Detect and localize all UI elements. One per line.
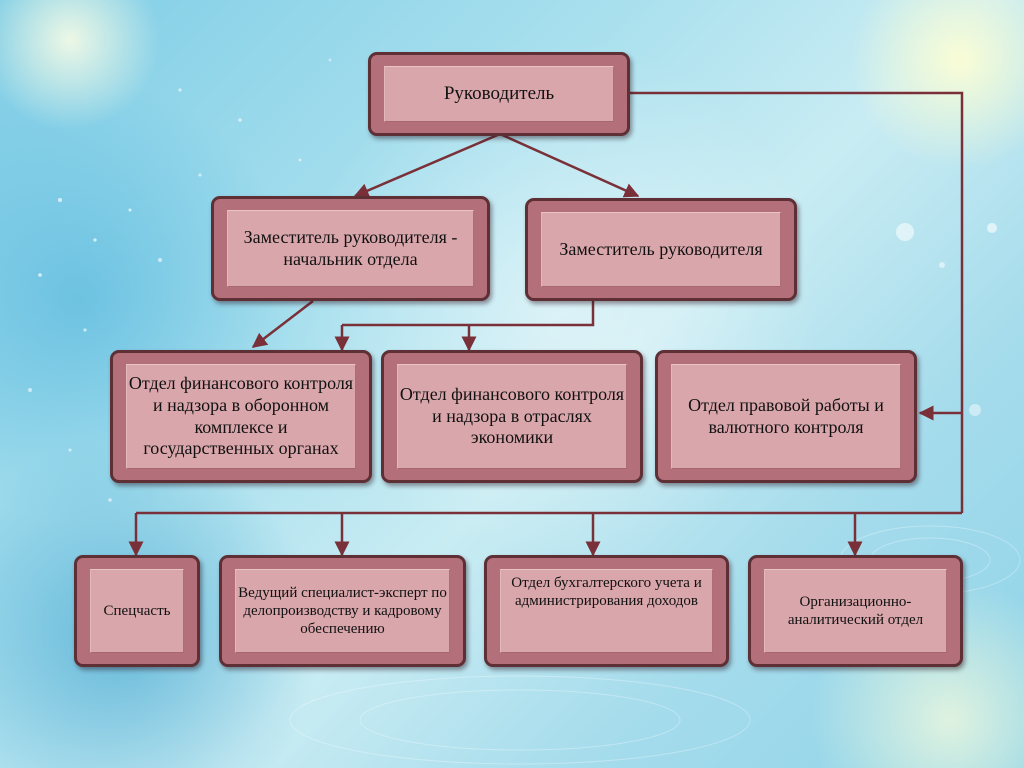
- node-deputy-head-of-department-label: Заместитель руководителя - начальник отд…: [243, 226, 458, 269]
- node-special-unit-label: Спецчасть: [103, 602, 171, 619]
- node-dept-legal-label: Отдел правовой работы и валютного контро…: [688, 394, 884, 437]
- node-dept-defense[interactable]: Отдел финансового контроля и надзора в о…: [110, 350, 372, 483]
- connector-head-to-deputy-head-of-department: [353, 132, 501, 198]
- node-deputy-label: Заместитель руководителя: [559, 238, 763, 259]
- node-dept-economy[interactable]: Отдел финансового контроля и надзора в о…: [381, 350, 643, 483]
- node-head-label: Руководитель: [443, 83, 555, 105]
- node-dept-org-analytics[interactable]: Организационно-аналитический отдел: [748, 555, 963, 667]
- connector-head-to-right-bus: [629, 91, 964, 513]
- node-deputy-head-of-department[interactable]: Заместитель руководителя - начальник отд…: [211, 196, 490, 301]
- node-dept-economy-label: Отдел финансового контроля и надзора в о…: [399, 383, 625, 448]
- node-dept-accounting[interactable]: Отдел бухгалтерского учета и администрир…: [484, 555, 729, 667]
- node-dept-defense-label: Отдел финансового контроля и надзора в о…: [128, 372, 354, 459]
- connector-deputy-down: [342, 300, 595, 327]
- node-head[interactable]: Руководитель: [368, 52, 630, 136]
- node-lead-specialist[interactable]: Ведущий специалист-эксперт по делопроизв…: [219, 555, 466, 667]
- node-dept-legal[interactable]: Отдел правовой работы и валютного контро…: [655, 350, 917, 483]
- node-special-unit[interactable]: Спецчасть: [74, 555, 200, 667]
- node-deputy[interactable]: Заместитель руководителя: [525, 198, 797, 301]
- node-dept-accounting-label: Отдел бухгалтерского учета и администрир…: [511, 575, 702, 610]
- connector-head-to-deputy: [499, 132, 640, 198]
- node-dept-org-analytics-label: Организационно-аналитический отдел: [787, 593, 924, 628]
- connector-deputy-hod-to-defense: [251, 300, 314, 348]
- node-lead-specialist-label: Ведущий специалист-эксперт по делопроизв…: [238, 584, 447, 638]
